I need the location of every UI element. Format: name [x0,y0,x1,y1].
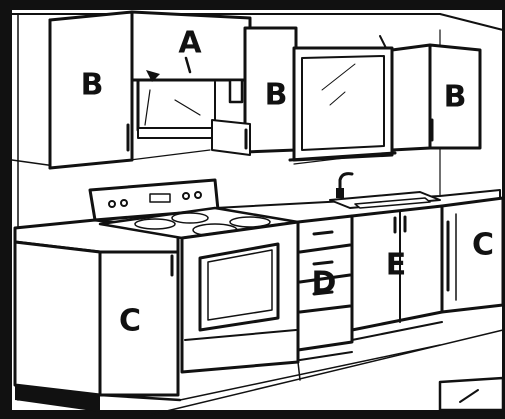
label-range-hood: A [178,26,202,61]
sink [330,174,440,208]
label-upper-cabinet-middle: B [265,78,288,113]
label-upper-cabinet-right: B [444,80,467,115]
label-base-cabinet-left: C [119,304,141,339]
base-cabinet-left [15,220,180,412]
label-upper-cabinet-left: B [81,68,104,103]
upper-cabinet-right [392,45,480,150]
window [290,36,395,160]
label-sink-base: E [386,248,407,283]
label-drawer-stack: D [312,266,337,301]
label-base-cabinet-right: C [472,228,494,263]
